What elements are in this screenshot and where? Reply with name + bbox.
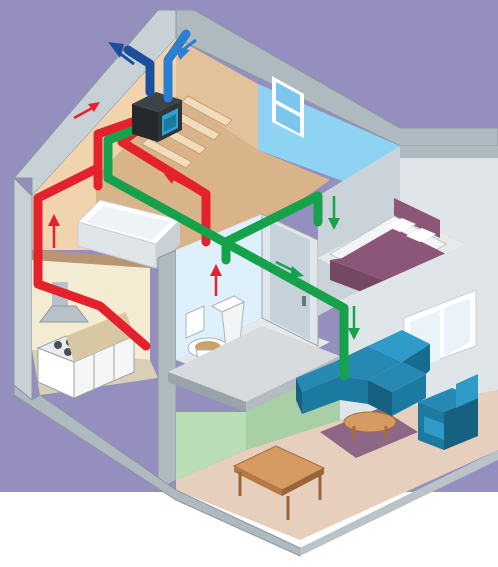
- airflow-direction-arrow-icon: [275, 196, 360, 340]
- airflow-direction-arrow-icon: [48, 102, 222, 296]
- left-outer-wall: [13, 176, 33, 402]
- supply-air-duct-icon: [103, 119, 349, 381]
- stale-air-outlet-arrow-icon: [108, 42, 135, 66]
- window-icon: [272, 76, 304, 138]
- dining-table-icon: [232, 445, 326, 520]
- armchair-icon: [418, 374, 478, 450]
- corner-sofa-icon: [296, 330, 430, 416]
- fresh-air-intake-duct: [123, 29, 191, 103]
- bathtub-icon: [77, 199, 181, 269]
- heat-recovery-unit-icon: [132, 92, 182, 142]
- coffee-table-icon: [343, 411, 397, 440]
- wash-basin-icon: [210, 295, 246, 349]
- loft-joists: [141, 95, 233, 169]
- ground-floor-slab: [13, 383, 498, 557]
- fresh-air-intake-arrow-icon: [174, 38, 197, 60]
